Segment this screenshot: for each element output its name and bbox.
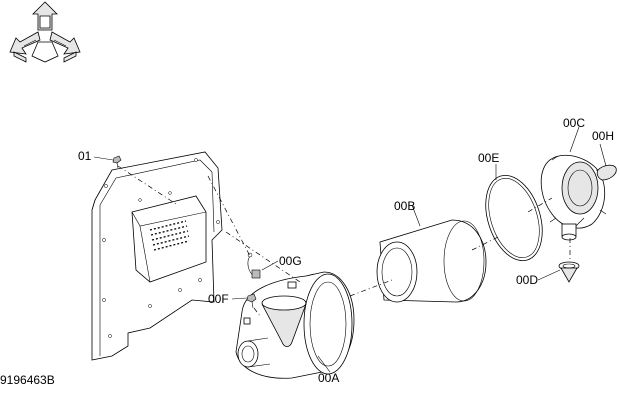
label-00B: 00B: [394, 199, 415, 213]
leader-lines: [93, 126, 607, 373]
part-labels: 01 00A 00B 00C 00D 00E 00F 00G 00H 91964…: [0, 116, 614, 387]
cover: [540, 155, 607, 241]
dust-valve: [596, 164, 617, 181]
label-00D: 00D: [516, 273, 538, 287]
mounting-panel: [91, 151, 223, 361]
filter-element: [376, 219, 487, 303]
label-00G: 00G: [279, 254, 302, 268]
label-00H: 00H: [592, 129, 614, 143]
assembly-center-lines: [117, 165, 571, 317]
bolt: [246, 293, 257, 309]
label-00F: 00F: [208, 292, 229, 306]
label-00C: 00C: [563, 116, 585, 130]
label-00E: 00E: [478, 151, 499, 165]
label-01: 01: [78, 149, 92, 163]
orientation-arrows-icon: [9, 1, 81, 63]
restriction-indicator: [247, 252, 261, 279]
evacuator-valve: [558, 261, 580, 283]
filter-housing: [235, 271, 355, 379]
label-00A: 00A: [318, 371, 339, 385]
o-ring: [485, 174, 543, 262]
drawing-number: 9196463B: [0, 373, 55, 387]
